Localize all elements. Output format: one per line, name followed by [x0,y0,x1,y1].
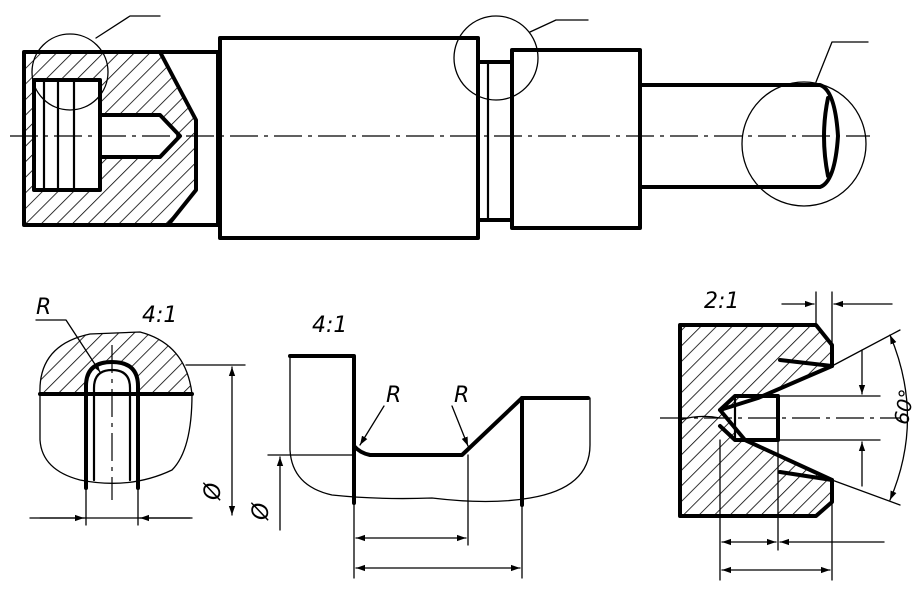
radius-middle-label-1: R [386,383,401,408]
shaft-body-2-outline [510,48,642,230]
angle-label: 60° [889,387,919,426]
detail-right: 2:1 60° [660,289,919,581]
radius-left-label: R [36,295,51,320]
diameter-left-label: Ø [201,482,226,501]
shaft-body-1-outline [218,36,480,240]
detail-circle-right [741,81,867,207]
detail-left: R 4:1 Ø [29,295,246,526]
detail-left-outline [39,331,193,484]
radius-left-leader [35,319,101,373]
main-shaft-view [10,15,870,240]
scale-middle-label: 4:1 [312,313,347,338]
radius-middle-leader-2 [451,405,469,447]
radius-middle-label-2: R [454,383,469,408]
detail-middle: 4:1 R R Ø [249,313,591,579]
radius-middle-leader-1 [359,405,385,446]
detail-middle-outline [288,354,590,457]
relief-groove-outline [476,60,514,222]
angle-arc [889,334,909,501]
scale-left-label: 4:1 [142,303,177,328]
detail-circle-middle [453,15,539,101]
detail-middle-break [289,355,591,503]
detail-right-hatch [680,325,832,516]
diameter-middle-label: Ø [249,502,274,521]
detail-circle-left [31,33,109,111]
scale-right-label: 2:1 [704,289,739,314]
bore-outline [718,394,780,442]
